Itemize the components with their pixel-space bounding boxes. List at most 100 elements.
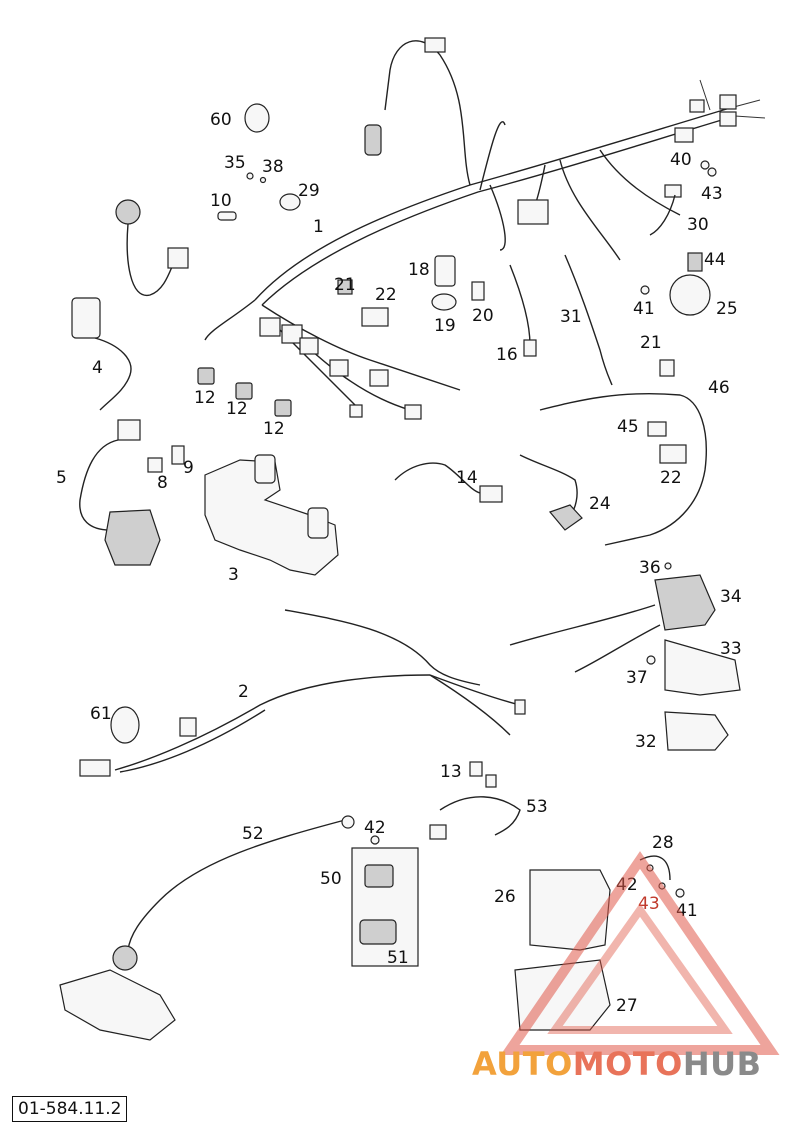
bracket-44 [687, 252, 703, 272]
callout-21-right: 21 [640, 333, 662, 353]
bracket-33 [664, 639, 741, 696]
regulator-wire-2 [574, 624, 661, 673]
callout-12-c: 12 [263, 419, 285, 439]
starter-motor [59, 969, 176, 1041]
part-5-switch [79, 419, 161, 566]
connector-30 [664, 184, 682, 198]
relay-18 [434, 255, 456, 287]
connector-21-right [659, 359, 675, 377]
callout-labels: 60 35 38 29 10 1 4 5 21 22 18 19 20 12 1… [56, 110, 742, 1016]
watermark-text-part2: MOTO [572, 1045, 683, 1083]
nut-43 [707, 167, 717, 177]
callout-45: 45 [617, 417, 639, 437]
wire-24 [519, 454, 578, 516]
bracket-3-post-1 [254, 454, 276, 484]
washer-40 [700, 160, 710, 170]
callout-35: 35 [224, 153, 246, 173]
callout-53: 53 [526, 797, 548, 817]
switch-unit [115, 199, 141, 225]
grommet-29 [279, 193, 301, 211]
drawing-code-label: 01-584.11.2 [12, 1096, 128, 1122]
cable-tie-60 [244, 103, 270, 133]
callout-33: 33 [720, 639, 742, 659]
callout-34: 34 [720, 587, 742, 607]
watermark-triangle-logo [500, 851, 780, 1055]
connector-22-center [361, 307, 389, 327]
callout-8: 8 [157, 473, 168, 493]
sensor-24 [548, 504, 583, 531]
connector-14 [479, 485, 503, 503]
callout-22-center: 22 [375, 285, 397, 305]
callout-19: 19 [434, 316, 456, 336]
watermark-brand-text: AUTOMOTOHUB [472, 1046, 762, 1082]
bolt-37 [646, 655, 656, 665]
sensor-16-wire [509, 264, 531, 346]
callout-43-bottom: 43 [638, 894, 660, 914]
regulator-34 [654, 574, 716, 631]
callout-12-b: 12 [226, 399, 248, 419]
callout-51: 51 [387, 948, 409, 968]
connector-21-center [337, 279, 353, 295]
connectors-12 [197, 367, 292, 417]
nut-36 [664, 562, 672, 570]
wire-46 [539, 392, 707, 546]
callout-12-a: 12 [194, 388, 216, 408]
pad-32 [664, 711, 729, 751]
connector-22-right [659, 444, 687, 464]
callout-61: 61 [90, 704, 112, 724]
callout-28: 28 [652, 833, 674, 853]
callout-22-right: 22 [660, 468, 682, 488]
callout-38: 38 [262, 157, 284, 177]
callout-46: 46 [708, 378, 730, 398]
callout-42-center: 42 [364, 818, 386, 838]
callout-43-top: 43 [701, 184, 723, 204]
callout-18: 18 [408, 260, 430, 280]
callout-40: 40 [670, 150, 692, 170]
callout-31: 31 [560, 307, 582, 327]
connector-53 [429, 824, 447, 840]
callout-4: 4 [92, 358, 103, 378]
connector-13 [469, 761, 483, 777]
connector-13b [485, 774, 497, 788]
callout-20: 20 [472, 306, 494, 326]
callout-25: 25 [716, 299, 738, 319]
callout-36: 36 [639, 558, 661, 578]
callout-44: 44 [704, 250, 726, 270]
callout-30: 30 [687, 215, 709, 235]
callout-9: 9 [183, 458, 194, 478]
wire-53 [439, 796, 521, 836]
callout-1: 1 [313, 217, 324, 237]
cable-52-cap [112, 945, 138, 971]
clip-20 [471, 281, 485, 301]
watermark-text-part1: AUTO [472, 1045, 573, 1083]
wire-30 [649, 194, 676, 236]
horn-25 [669, 274, 711, 316]
callout-52: 52 [242, 824, 264, 844]
fuse-10 [217, 211, 237, 221]
main-wiring-harness [204, 37, 766, 420]
wire-31 [564, 254, 613, 386]
starter-relay-50 [364, 864, 394, 888]
holder-19 [431, 293, 457, 311]
washer-38 [259, 176, 267, 184]
bracket-3-post-2 [307, 507, 329, 539]
clip-45 [647, 421, 667, 437]
bracket-9 [171, 445, 185, 465]
sensor-16 [523, 339, 537, 357]
cable-52-eye [341, 815, 355, 829]
callout-60: 60 [210, 110, 232, 130]
callout-5: 5 [56, 468, 67, 488]
bolt-41-bottom [675, 888, 685, 898]
callout-27: 27 [616, 996, 638, 1016]
part-4-wiring [71, 297, 132, 411]
callout-14: 14 [456, 468, 478, 488]
callout-21-center: 21 [334, 275, 356, 295]
callout-50: 50 [320, 869, 342, 889]
callout-3: 3 [228, 565, 239, 585]
bracket-3 [204, 459, 339, 576]
callout-32: 32 [635, 732, 657, 752]
harness-2 [79, 609, 526, 777]
nut-42-center [370, 835, 380, 845]
screw-35 [246, 172, 254, 180]
callout-37: 37 [626, 668, 648, 688]
